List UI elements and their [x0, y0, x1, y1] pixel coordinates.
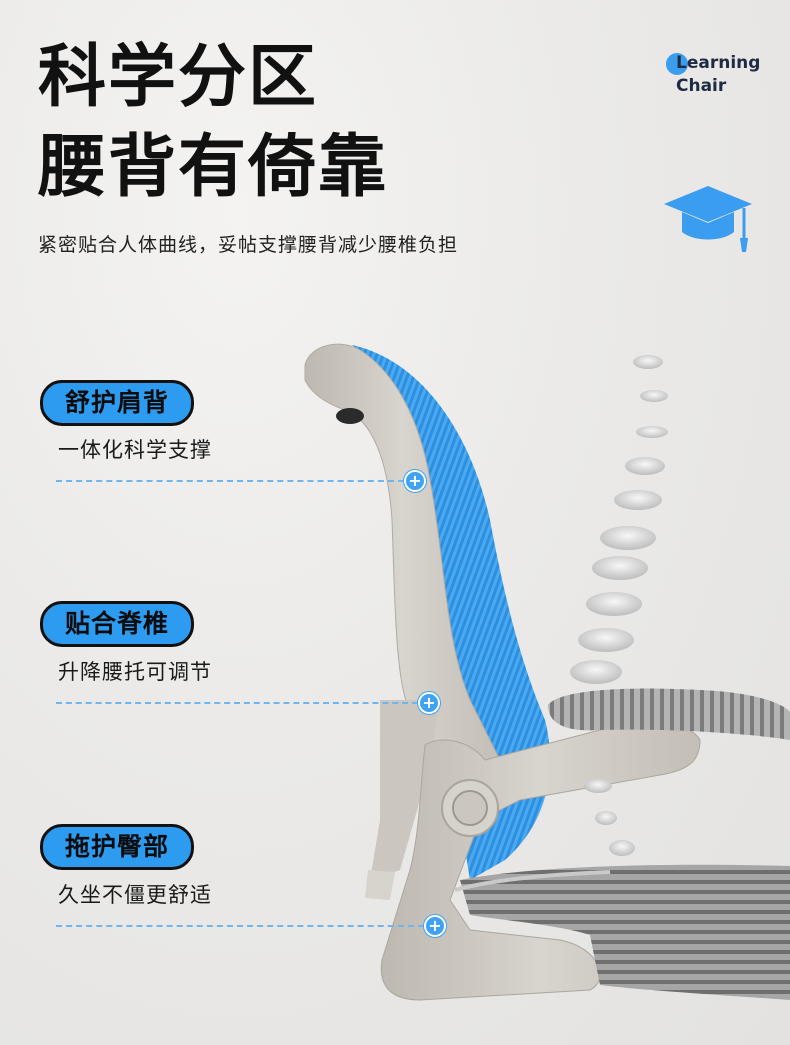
feature-tag-spine: 贴合脊椎 [40, 601, 195, 647]
feature-tag-hip: 拖护臀部 [40, 824, 195, 870]
plus-marker-1-icon[interactable]: + [404, 470, 426, 492]
feature-desc-spine: 升降腰托可调节 [58, 660, 212, 684]
brand-dot-icon [666, 53, 688, 75]
feature-tag-shoulder: 舒护肩背 [40, 380, 195, 426]
brand-logo: Learning Chair [666, 50, 766, 110]
armrest-pad [548, 688, 790, 740]
page-title-line2: 腰背有倚靠 [38, 128, 389, 207]
leader-line-1 [56, 480, 404, 482]
feature-desc-shoulder: 一体化科学支撑 [58, 438, 212, 462]
graduation-cap-icon [664, 186, 752, 252]
plus-marker-3-icon[interactable]: + [424, 915, 446, 937]
brand-line1: Learning [676, 53, 761, 73]
seat-cushion [460, 864, 790, 1000]
spine-vertebrae [570, 355, 668, 856]
brand-line2: Chair [676, 76, 727, 96]
leader-line-3 [56, 925, 424, 927]
backrest-mesh [352, 345, 551, 880]
plus-marker-2-icon[interactable]: + [418, 692, 440, 714]
leader-line-2 [56, 702, 418, 704]
page-title-line1: 科学分区 [38, 38, 319, 117]
lower-frame [370, 700, 440, 880]
page-subtitle: 紧密贴合人体曲线，妥帖支撑腰背减少腰椎负担 [38, 234, 459, 256]
feature-desc-hip: 久坐不僵更舒适 [58, 883, 212, 907]
